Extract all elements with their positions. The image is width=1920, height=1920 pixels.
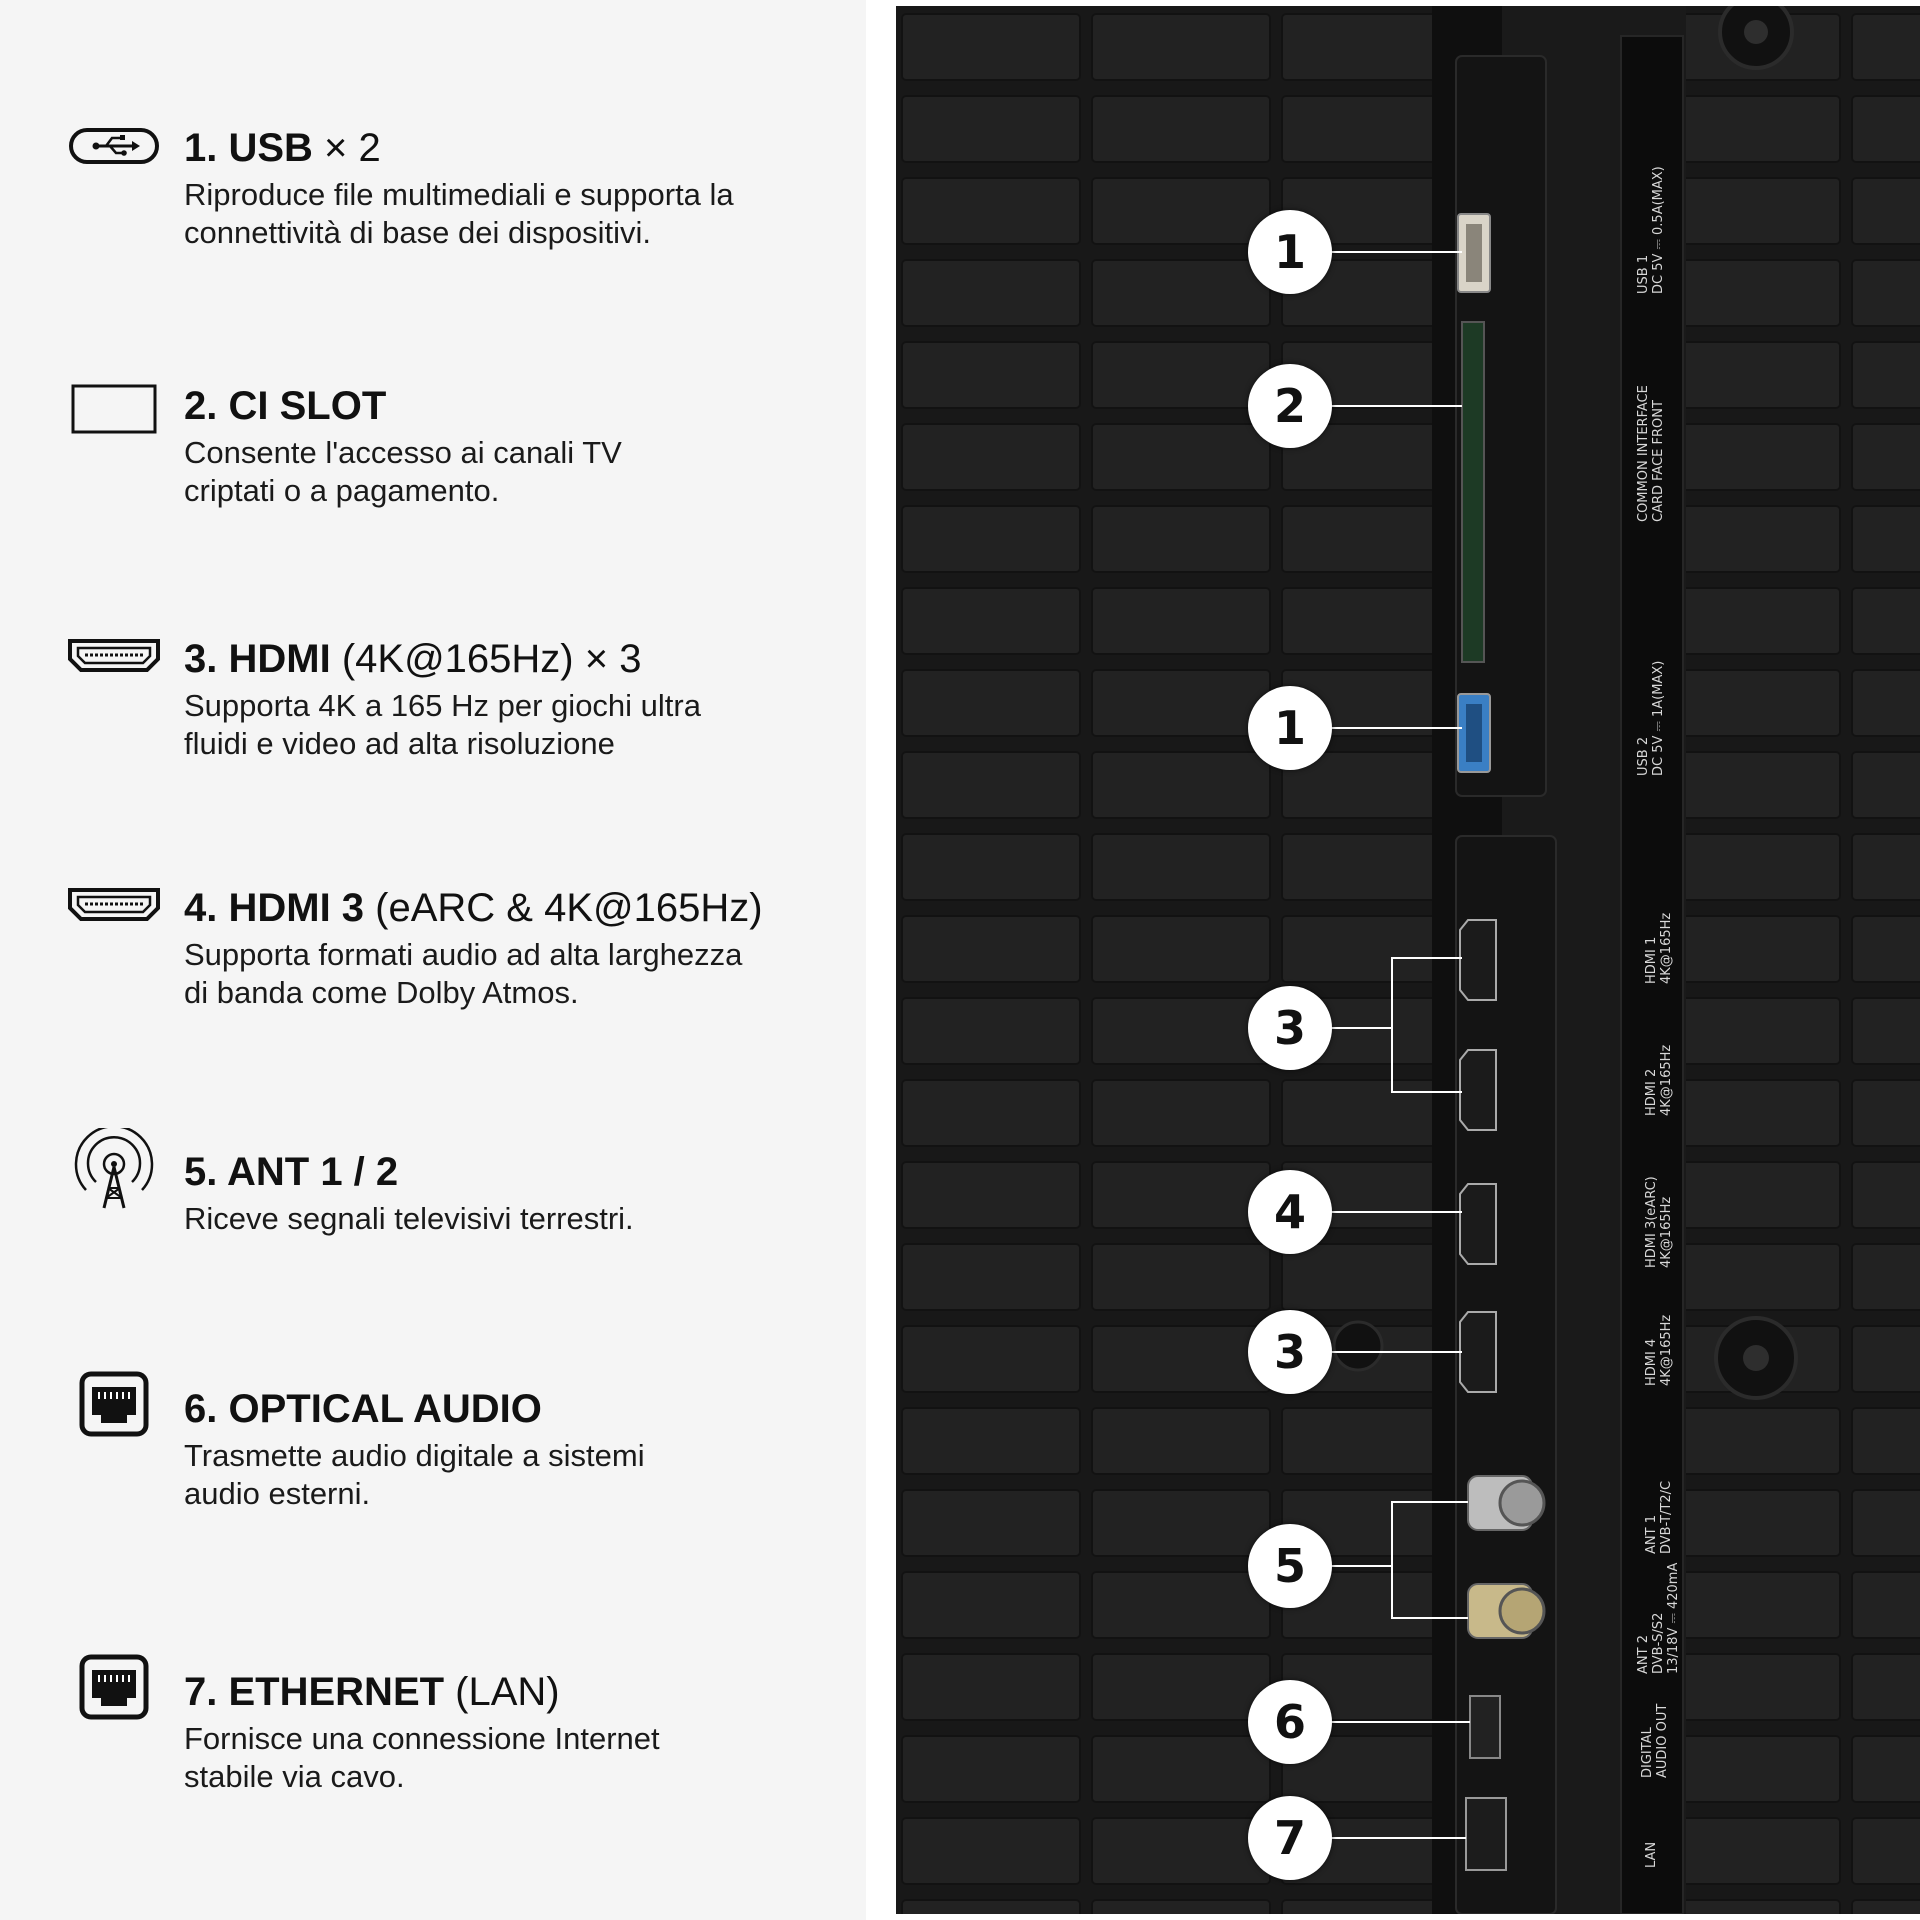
tv-back-panel-drawing bbox=[896, 6, 1920, 1914]
port-label-ant2: ANT 2 DVB-S/S2 13/18V ⎓ 420mA bbox=[1636, 1562, 1681, 1674]
callout-antenna: 5 bbox=[1248, 1524, 1332, 1608]
feature-list-panel: 1. USB × 2 Riproduce file multimediali e… bbox=[0, 0, 866, 1920]
feature-number: 3. bbox=[184, 637, 218, 681]
feature-number: 1. bbox=[184, 126, 218, 170]
port-label-hdmi1: HDMI 1 4K@165Hz bbox=[1644, 912, 1674, 984]
usb-icon bbox=[66, 124, 162, 204]
callout-ci-slot: 2 bbox=[1248, 364, 1332, 448]
port-label-ant1: ANT 1 DVB-T/T2/C bbox=[1644, 1480, 1674, 1554]
callout-usb: 1 bbox=[1248, 686, 1332, 770]
port-label-hdmi3: HDMI 3(eARC) 4K@165Hz bbox=[1644, 1176, 1674, 1268]
hdmi-icon bbox=[66, 635, 162, 715]
feature-name: ETHERNET bbox=[228, 1670, 445, 1714]
feature-description: Riproduce file multimediali e supporta l… bbox=[184, 177, 734, 250]
feature-number: 7. bbox=[184, 1670, 218, 1714]
port-label-hdmi2: HDMI 2 4K@165Hz bbox=[1644, 1044, 1674, 1116]
feature-name: USB bbox=[228, 126, 313, 170]
feature-name: ANT 1 / 2 bbox=[227, 1150, 399, 1194]
antenna-icon bbox=[66, 1128, 162, 1209]
port-label-usb2: USB 2 DC 5V ⎓ 1A(MAX) bbox=[1636, 660, 1666, 776]
feature-description: Riceve segnali televisivi terrestri. bbox=[184, 1201, 634, 1236]
feature-number: 5. bbox=[184, 1150, 218, 1194]
feature-number: 6. bbox=[184, 1387, 218, 1431]
tv-back-photo: 1 2 1 3 4 3 5 6 7 USB 1 DC 5V ⎓ 0.5A(MAX… bbox=[896, 6, 1920, 1914]
feature-name: HDMI 3 bbox=[228, 886, 365, 930]
feature-suffix: × 2 bbox=[312, 126, 381, 170]
feature-suffix: (4K@165Hz) × 3 bbox=[330, 637, 642, 681]
feature-number: 2. bbox=[184, 384, 218, 428]
callout-optical-audio: 6 bbox=[1248, 1680, 1332, 1764]
feature-number: 4. bbox=[184, 886, 218, 930]
port-label-hdmi4: HDMI 4 4K@165Hz bbox=[1644, 1314, 1674, 1386]
ethernet-port-icon bbox=[66, 1371, 162, 1451]
port-label-ci: COMMON INTERFACE CARD FACE FRONT bbox=[1636, 385, 1666, 522]
feature-suffix: (eARC & 4K@165Hz) bbox=[364, 886, 763, 930]
callout-hdmi: 3 bbox=[1248, 986, 1332, 1070]
callout-hdmi: 3 bbox=[1248, 1310, 1332, 1394]
ethernet-port-icon bbox=[66, 1654, 162, 1734]
port-label-optical: DIGITAL AUDIO OUT bbox=[1640, 1703, 1670, 1778]
feature-name: OPTICAL AUDIO bbox=[228, 1387, 542, 1431]
feature-name: CI SLOT bbox=[228, 384, 387, 428]
ci-slot-icon bbox=[66, 382, 162, 462]
port-label-usb1: USB 1 DC 5V ⎓ 0.5A(MAX) bbox=[1636, 166, 1666, 294]
callout-usb: 1 bbox=[1248, 210, 1332, 294]
hdmi-icon bbox=[66, 884, 162, 964]
feature-suffix: (LAN) bbox=[444, 1670, 560, 1714]
feature-description: Supporta formati audio ad alta larghezza… bbox=[184, 937, 743, 1010]
callout-ethernet: 7 bbox=[1248, 1796, 1332, 1880]
port-label-lan: LAN bbox=[1644, 1841, 1659, 1868]
callout-hdmi-earc: 4 bbox=[1248, 1170, 1332, 1254]
feature-name: HDMI bbox=[228, 637, 331, 681]
